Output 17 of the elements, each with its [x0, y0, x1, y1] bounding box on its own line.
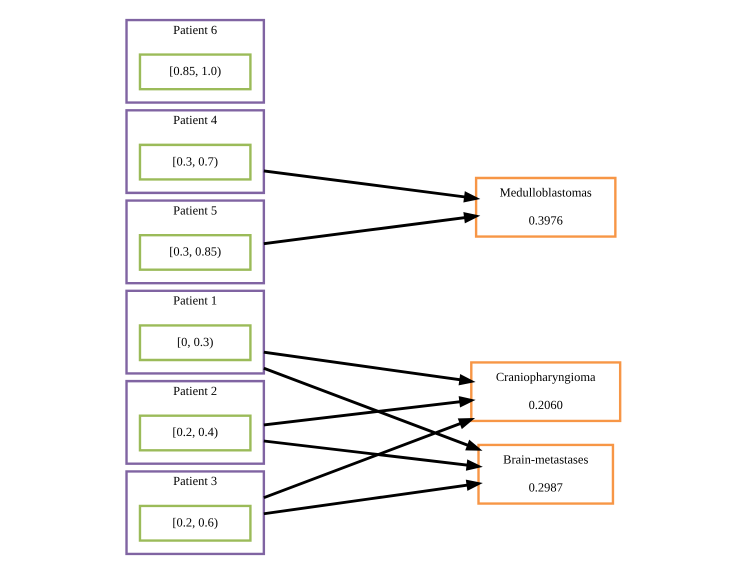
arrow [264, 170, 480, 203]
arrow [264, 212, 480, 246]
node-box: [0.3, 0.85) [138, 234, 252, 271]
node-box: [0.85, 1.0) [138, 53, 252, 90]
arrow [263, 366, 483, 451]
node-box: Craniopharyngioma 0.2060 [470, 361, 622, 422]
arrow [264, 350, 476, 386]
node-box: Brain-metastases 0.2987 [477, 444, 614, 505]
node-box: [0.2, 0.6) [138, 504, 252, 542]
arrow [264, 440, 483, 471]
node-box: Medulloblastomas 0.3976 [474, 176, 617, 238]
node-box: [0.2, 0.4) [138, 414, 252, 452]
node-box: [0.3, 0.7) [138, 144, 252, 181]
arrow [264, 396, 476, 426]
node-box: [0, 0.3) [138, 324, 252, 362]
arrow [263, 418, 476, 500]
arrow [264, 480, 483, 516]
